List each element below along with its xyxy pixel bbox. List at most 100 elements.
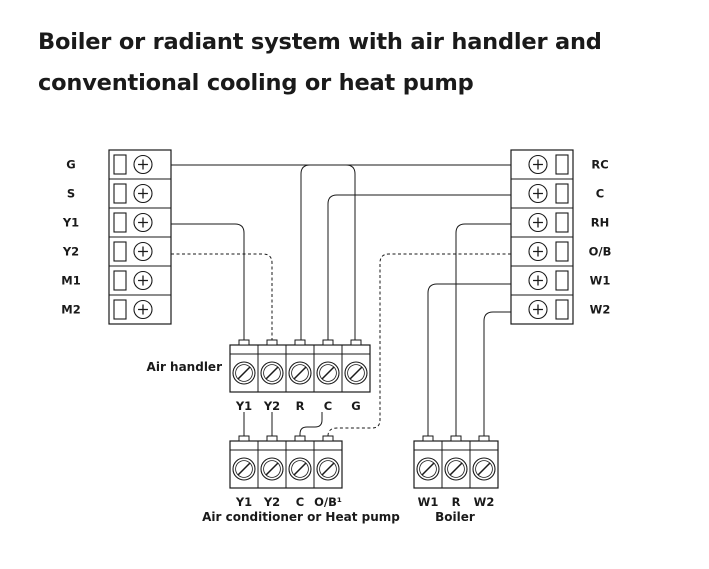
terminal-slot [113,183,127,204]
air-conditioner-terminal-label-y2: Y2 [263,495,280,509]
wire-ob-to-air-conditioner-ob [327,253,511,437]
boiler-terminal-label-w1: W1 [418,495,439,509]
terminal-slot [113,299,127,320]
wire-w1-to-boiler-w1 [427,283,511,436]
terminal-slot [113,241,127,262]
boiler-terminal-label-w2: W2 [474,495,495,509]
left-terminal-label-y2: Y2 [62,245,79,259]
air-handler-terminal-label-r: R [296,399,305,413]
right-terminal-label-c: C [596,187,604,201]
screw-slot [533,188,543,199]
right-terminal-label-w2: W2 [590,303,611,317]
screw-slot [237,366,251,380]
boiler-terminal-label-r: R [452,495,461,509]
screw-slot [138,275,148,286]
diagram-title-line-1: Boiler or radiant system with air handle… [38,29,602,55]
screw-slot [421,462,435,476]
boiler-label: Boiler [435,510,475,524]
terminal-slot [555,299,569,320]
screw-slot [138,246,148,257]
left-terminal-label-g: G [66,158,75,172]
terminal-tab [350,339,362,346]
wire-w2-to-boiler-w2 [483,311,511,436]
terminal-slot [555,270,569,291]
screw-rim [263,460,281,478]
terminal-tab [294,339,306,346]
terminal-slot [113,270,127,291]
screw-slot [293,366,307,380]
screw-slot [533,275,543,286]
terminal-tab [422,435,434,442]
screw-slot [265,462,279,476]
screw-slot [533,246,543,257]
left-terminal-label-y1: Y1 [62,216,79,230]
wire-y2-to-air-handler-y2 [171,253,273,340]
screw-slot [533,159,543,170]
wire-g-to-air-handler-g [171,164,356,340]
screw-slot [349,366,363,380]
terminal-tab [294,435,306,442]
terminal-slot [555,183,569,204]
screw-rim [419,460,437,478]
air-conditioner-terminal-label-y1: Y1 [235,495,252,509]
wire-c-to-air-handler-c [327,194,511,340]
screw-slot [449,462,463,476]
terminal-tab [238,339,250,346]
terminal-slot [113,212,127,233]
screw-rim [319,460,337,478]
screw-rim [235,460,253,478]
screw-rim [447,460,465,478]
screw-slot [477,462,491,476]
air-handler-label: Air handler [147,360,223,374]
terminal-tab [478,435,490,442]
air-handler-terminal-label-y2: Y2 [263,399,280,413]
screw-rim [347,364,365,382]
screw-rim [475,460,493,478]
left-terminal-strip [108,149,172,325]
terminal-tab [266,339,278,346]
right-terminal-label-rc: RC [591,158,608,172]
wire-rh-to-boiler-r [455,223,511,436]
boiler-terminal-block [413,435,499,489]
air-handler-terminal-label-g: G [351,399,360,413]
air-handler-terminal-block [229,339,371,393]
air-handler-terminal-label-c: C [324,399,332,413]
screw-slot [138,188,148,199]
screw-rim [235,364,253,382]
right-terminal-strip [510,149,574,325]
air-conditioner-terminal-label-c: C [296,495,304,509]
screw-slot [533,217,543,228]
screw-slot [265,366,279,380]
right-terminal-label-rh: RH [591,216,609,230]
air-conditioner-terminal-block [229,435,343,489]
wire-air-handler-c-to-ac-c [299,412,323,436]
terminal-tab [266,435,278,442]
screw-rim [291,460,309,478]
screw-slot [138,304,148,315]
screw-slot [138,159,148,170]
screw-slot [321,462,335,476]
left-terminal-label-s: S [67,187,75,201]
screw-slot [138,217,148,228]
screw-slot [321,366,335,380]
right-terminal-label-ob: O/B [589,245,612,259]
air-handler-terminal-label-y1: Y1 [235,399,252,413]
left-terminal-label-m2: M2 [61,303,80,317]
screw-rim [291,364,309,382]
right-terminal-label-w1: W1 [590,274,611,288]
screw-slot [533,304,543,315]
terminal-tab [450,435,462,442]
diagram-title-line-2: conventional cooling or heat pump [38,70,474,96]
wire-y1-to-air-handler-y1 [171,223,245,340]
terminal-slot [113,154,127,175]
terminal-tab [322,339,334,346]
terminal-slot [555,212,569,233]
screw-rim [319,364,337,382]
terminal-slot [555,154,569,175]
terminal-tab [322,435,334,442]
air-conditioner-terminal-label-ob: O/B¹ [314,495,342,509]
screw-slot [237,462,251,476]
air-conditioner-label: Air conditioner or Heat pump [202,510,400,524]
terminal-slot [555,241,569,262]
